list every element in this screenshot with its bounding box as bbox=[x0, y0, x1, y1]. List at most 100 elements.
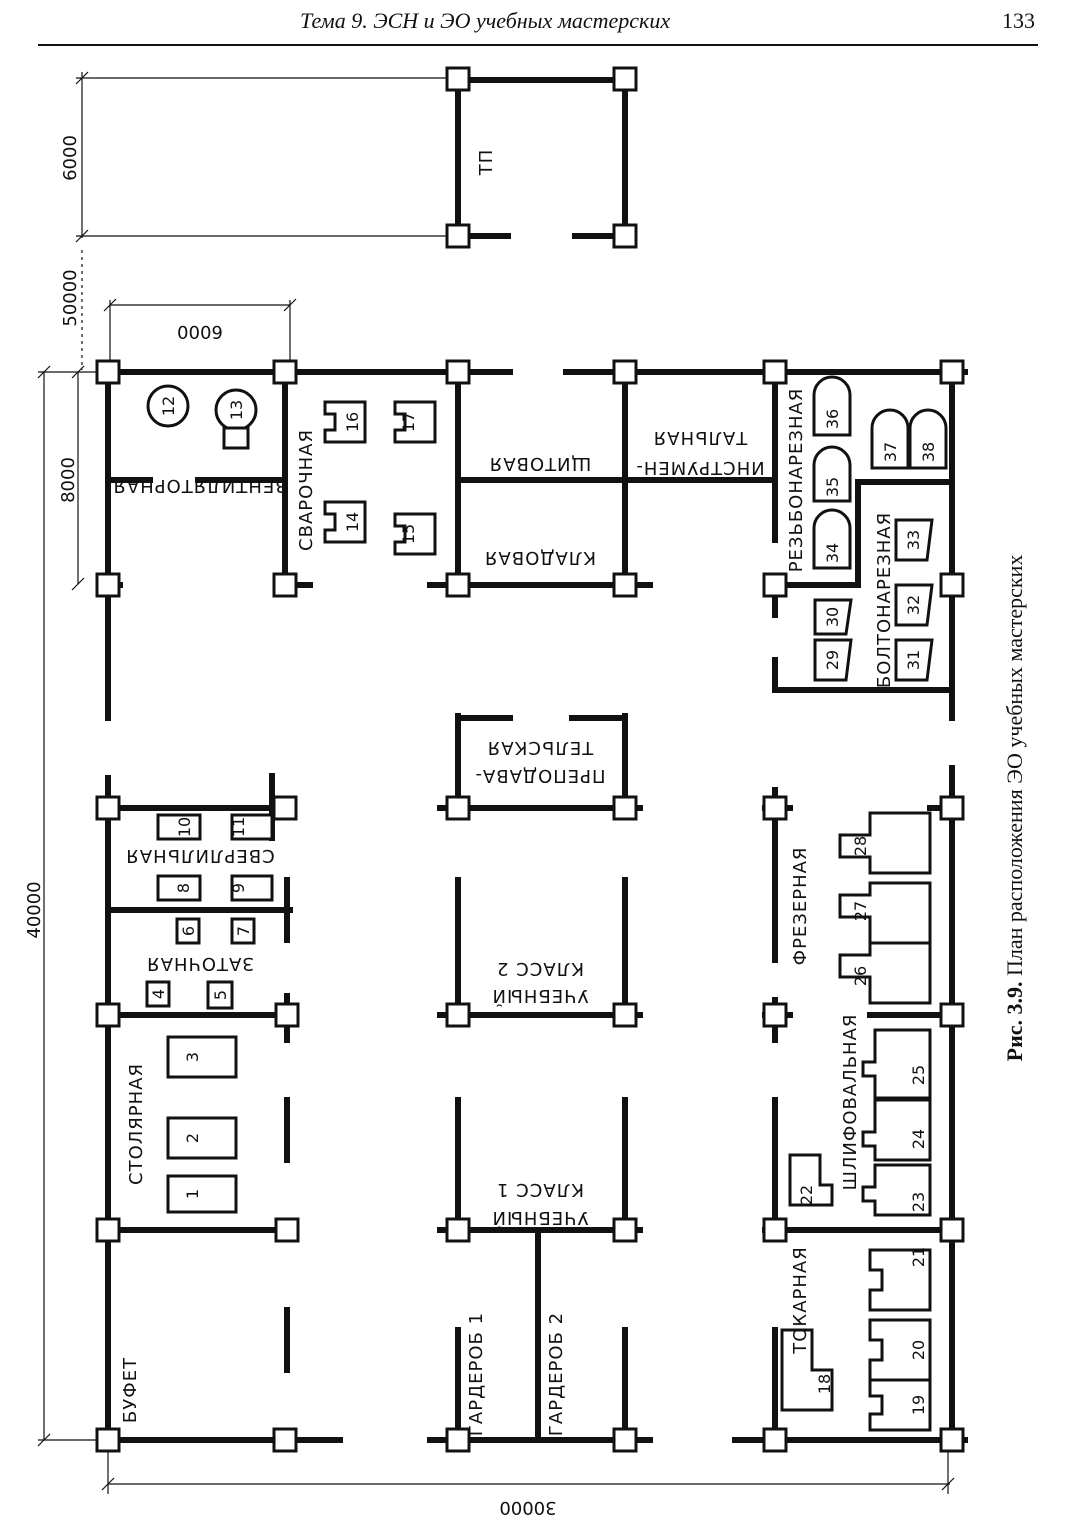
room-class1-2: КЛАСС 1 bbox=[496, 1179, 584, 1200]
equipment-38 bbox=[908, 408, 948, 470]
equipment-label-19: 19 bbox=[909, 1395, 928, 1415]
dim-total-width: 30000 bbox=[499, 1497, 556, 1518]
equipment-label-13: 13 bbox=[227, 400, 246, 420]
equipment-label-17: 17 bbox=[399, 412, 418, 432]
room-tool-1: ИНСТРУМЕН- bbox=[635, 457, 764, 478]
dim-module-width: 6000 bbox=[177, 321, 223, 342]
equipment-18 bbox=[780, 1328, 834, 1412]
dim-module-height: 8000 bbox=[58, 457, 79, 503]
equipment-label-24: 24 bbox=[909, 1129, 928, 1149]
equipment-21 bbox=[868, 1248, 932, 1312]
equipment-label-15: 15 bbox=[399, 524, 418, 544]
equipment-label-37: 37 bbox=[881, 442, 900, 462]
room-storeroom: КЛАДОВАЯ bbox=[484, 547, 596, 568]
equipment-label-2: 2 bbox=[183, 1133, 202, 1143]
equipment-37 bbox=[870, 408, 910, 470]
equipment-20 bbox=[868, 1318, 932, 1382]
equipment-12 bbox=[146, 384, 190, 428]
figure-caption-label: Рис. 3.9. bbox=[1002, 981, 1027, 1061]
equipment-label-16: 16 bbox=[343, 412, 362, 432]
equipment-label-38: 38 bbox=[919, 442, 938, 462]
equipment-label-25: 25 bbox=[909, 1065, 928, 1085]
equipment-label-3: 3 bbox=[183, 1052, 202, 1062]
room-grinding: ШЛИФОВАЛЬНАЯ bbox=[840, 1014, 861, 1191]
room-teacher-1: ПРЕПОДАВА- bbox=[475, 765, 606, 786]
equipment-label-21: 21 bbox=[909, 1247, 928, 1267]
equipment-label-4: 4 bbox=[149, 989, 168, 999]
room-tp: ТП bbox=[476, 149, 497, 177]
equipment-label-33: 33 bbox=[904, 530, 923, 550]
equipment-label-8: 8 bbox=[174, 883, 193, 893]
equipment-label-20: 20 bbox=[909, 1340, 928, 1360]
equipment-1 bbox=[166, 1174, 238, 1214]
equipment-25 bbox=[861, 1028, 932, 1100]
equipment-label-35: 35 bbox=[823, 477, 842, 497]
dim-total-height: 40000 bbox=[24, 881, 45, 938]
equipment-36 bbox=[812, 375, 852, 437]
equipment-22 bbox=[788, 1153, 834, 1207]
equipment-35 bbox=[812, 445, 852, 503]
equipment-24 bbox=[861, 1098, 932, 1162]
equipment-7 bbox=[230, 917, 256, 945]
equipment-label-36: 36 bbox=[823, 409, 842, 429]
equipment-label-6: 6 bbox=[179, 926, 198, 936]
equipment-5 bbox=[206, 980, 234, 1010]
room-drilling: СВЕРЛИЛЬНАЯ bbox=[125, 845, 274, 866]
equipment-3 bbox=[166, 1035, 238, 1079]
room-milling: ФРЕЗЕРНАЯ bbox=[790, 847, 811, 966]
dimension-lines bbox=[37, 71, 955, 1494]
equipment-label-1: 1 bbox=[183, 1189, 202, 1199]
equipment-4 bbox=[145, 980, 171, 1008]
room-wardrobe-1: ГАРДЕРОБ 1 bbox=[466, 1312, 487, 1436]
equipment-15 bbox=[393, 512, 437, 556]
room-welding: СВАРОЧНАЯ bbox=[296, 429, 317, 551]
equipment-19 bbox=[868, 1378, 932, 1432]
page-number: 133 bbox=[1002, 8, 1035, 33]
equipment-10 bbox=[156, 813, 202, 841]
equipment-label-18: 18 bbox=[815, 1374, 834, 1394]
equipment-label-12: 12 bbox=[159, 396, 178, 416]
equipment-label-28: 28 bbox=[851, 836, 870, 856]
equipment-label-14: 14 bbox=[343, 512, 362, 532]
equipment-label-22: 22 bbox=[797, 1185, 816, 1205]
walls bbox=[105, 77, 968, 1443]
equipment-29 bbox=[813, 638, 853, 682]
room-bolt: БОЛТОНАРЕЗНАЯ bbox=[874, 512, 895, 688]
room-carpentry: СТОЛЯРНАЯ bbox=[126, 1063, 147, 1185]
room-turning: ТОКАРНАЯ bbox=[790, 1246, 811, 1354]
equipment-label-27: 27 bbox=[851, 901, 870, 921]
equipment-label-9: 9 bbox=[229, 883, 248, 893]
equipment-34 bbox=[812, 508, 852, 570]
equipment-9 bbox=[230, 874, 274, 902]
room-buffet: БУФЕТ bbox=[120, 1357, 141, 1423]
room-class2-2: КЛАСС 2 bbox=[496, 958, 584, 979]
header-rule bbox=[38, 44, 1038, 46]
equipment-26 bbox=[838, 941, 932, 1005]
equipment-label-31: 31 bbox=[904, 650, 923, 670]
equipment-label-34: 34 bbox=[823, 543, 842, 563]
page-header-title: Тема 9. ЭСН и ЭО учебных мастерских bbox=[300, 8, 671, 33]
equipment-labels: 1 2 3 4 5 6 7 8 9 10 11 12 13 14 15 16 1… bbox=[149, 396, 938, 1415]
columns bbox=[95, 66, 965, 1453]
equipment-label-29: 29 bbox=[823, 650, 842, 670]
room-wardrobe-2: ГАРДЕРОБ 2 bbox=[546, 1312, 567, 1436]
equipment-label-10: 10 bbox=[175, 817, 194, 837]
room-teacher-2: ТЕЛЬСКАЯ bbox=[487, 737, 594, 758]
equipment-label-11: 11 bbox=[229, 817, 248, 837]
room-labels: ТП ВЕНТИЛЯТОРНАЯ СВАРОЧНАЯ ЩИТОВАЯ КЛАДО… bbox=[112, 149, 895, 1436]
figure-caption: Рис. 3.9. План расположения ЭО учебных м… bbox=[1002, 555, 1027, 1062]
equipment-23 bbox=[861, 1163, 932, 1217]
equipment-11 bbox=[230, 813, 274, 841]
equipment-31 bbox=[894, 638, 934, 682]
equipment-label-5: 5 bbox=[211, 990, 230, 1000]
equipment-32 bbox=[894, 583, 934, 627]
equipment-label-32: 32 bbox=[904, 595, 923, 615]
room-sharpening: ЗАТОЧНАЯ bbox=[146, 953, 254, 974]
room-ventilation: ВЕНТИЛЯТОРНАЯ bbox=[112, 475, 287, 496]
room-threading: РЕЗЬБОНАРЕЗНАЯ bbox=[786, 388, 807, 573]
equipment-label-30: 30 bbox=[823, 607, 842, 627]
dim-tp-height: 6000 bbox=[60, 135, 81, 181]
equipment-33 bbox=[894, 518, 934, 562]
equipment-items bbox=[145, 375, 948, 1432]
